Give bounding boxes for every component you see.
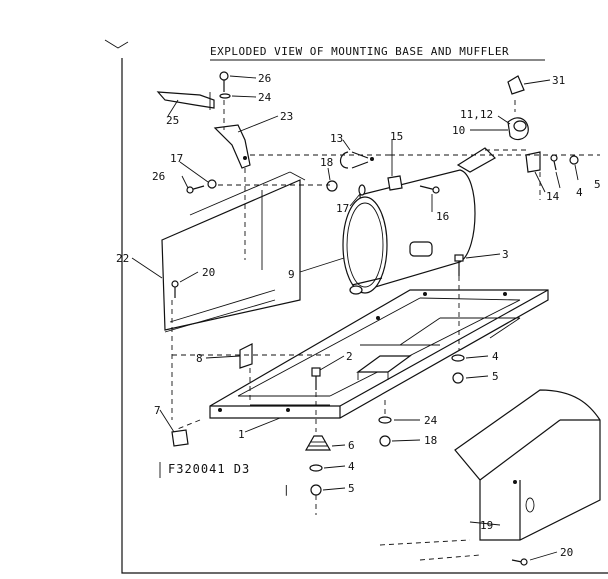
callout-11-12: 11,12 (460, 108, 493, 121)
screw-20a (171, 280, 179, 298)
callout-20-bottom: 20 (560, 546, 573, 559)
nut-5b (452, 372, 464, 384)
callout-8: 8 (196, 352, 203, 365)
muffler-cover (379, 389, 601, 561)
callout-5-bottom: 5 (348, 482, 355, 495)
nut-18a (326, 180, 338, 192)
callout-17-right: 17 (336, 202, 349, 215)
washer-17b (358, 184, 366, 196)
bracket-14 (525, 151, 541, 173)
washer-4b (451, 354, 465, 362)
callout-3: 3 (502, 248, 509, 261)
page-border (104, 39, 608, 574)
foot-7 (171, 429, 189, 447)
channel-insert (356, 355, 412, 380)
screw-4a (550, 154, 558, 171)
callout-16: 16 (436, 210, 449, 223)
nut-5a (569, 155, 579, 165)
u-bolt-13 (339, 151, 374, 169)
callout-7: 7 (154, 404, 161, 417)
callout-26-left: 26 (152, 170, 165, 183)
side-panel (161, 171, 306, 333)
callout-20-panel: 20 (202, 266, 215, 279)
nut-5c (310, 484, 322, 496)
callout-6: 6 (348, 439, 355, 452)
callout-15: 15 (390, 130, 403, 143)
bolt-16 (419, 185, 440, 194)
callout-2: 2 (346, 350, 353, 363)
callout-26-top: 26 (258, 72, 271, 85)
leader-lines (131, 75, 579, 561)
callout-24-bottom: 24 (424, 414, 438, 427)
bracket-23 (213, 124, 251, 169)
callout-4-mid: 4 (492, 350, 499, 363)
callout-18-bottom: 18 (424, 434, 437, 447)
callout-10: 10 (452, 124, 465, 137)
elbow-10-11-12 (507, 117, 529, 141)
callout-24-top: 24 (258, 91, 272, 104)
washer-4c (309, 464, 323, 472)
clamp-15 (387, 175, 403, 191)
stray-mark: | (283, 483, 290, 496)
callout-14: 14 (546, 190, 560, 203)
callout-9: 9 (288, 268, 295, 281)
callout-22: 22 (116, 252, 129, 265)
figure-code: F320041 D3 (168, 462, 250, 476)
callout-19: 19 (480, 519, 493, 532)
callout-1: 1 (238, 428, 245, 441)
bolt-26a (219, 71, 229, 92)
bolt-26b (186, 185, 205, 194)
stud-2 (311, 367, 321, 390)
cap-31 (507, 75, 525, 95)
screw-20b (511, 558, 528, 566)
callout-17-left: 17 (170, 152, 183, 165)
callout-25: 25 (166, 114, 179, 127)
callout-4-bottom: 4 (348, 460, 355, 473)
washer-24a (219, 93, 231, 99)
bracket-25 (156, 91, 215, 110)
callout-labels: 26 24 25 23 31 11,12 10 13 15 17 18 26 1… (116, 72, 601, 559)
bracket-8 (239, 343, 253, 369)
callout-31: 31 (552, 74, 565, 87)
callout-5-mid: 5 (492, 370, 499, 383)
callout-13: 13 (330, 132, 343, 145)
nut-18b (379, 435, 391, 447)
callout-5-top: 5 (594, 178, 601, 191)
construction-lines (171, 100, 600, 515)
stud-3 (454, 254, 464, 276)
callout-23: 23 (280, 110, 293, 123)
callout-18-top: 18 (320, 156, 333, 169)
isolator-6 (304, 435, 332, 451)
diagram-title: EXPLODED VIEW OF MOUNTING BASE AND MUFFL… (210, 45, 509, 58)
muffler (342, 147, 530, 295)
mounting-base-frame (209, 289, 549, 419)
callout-4-top: 4 (576, 186, 583, 199)
washer-24b (378, 416, 392, 424)
nut-17a (207, 179, 217, 189)
